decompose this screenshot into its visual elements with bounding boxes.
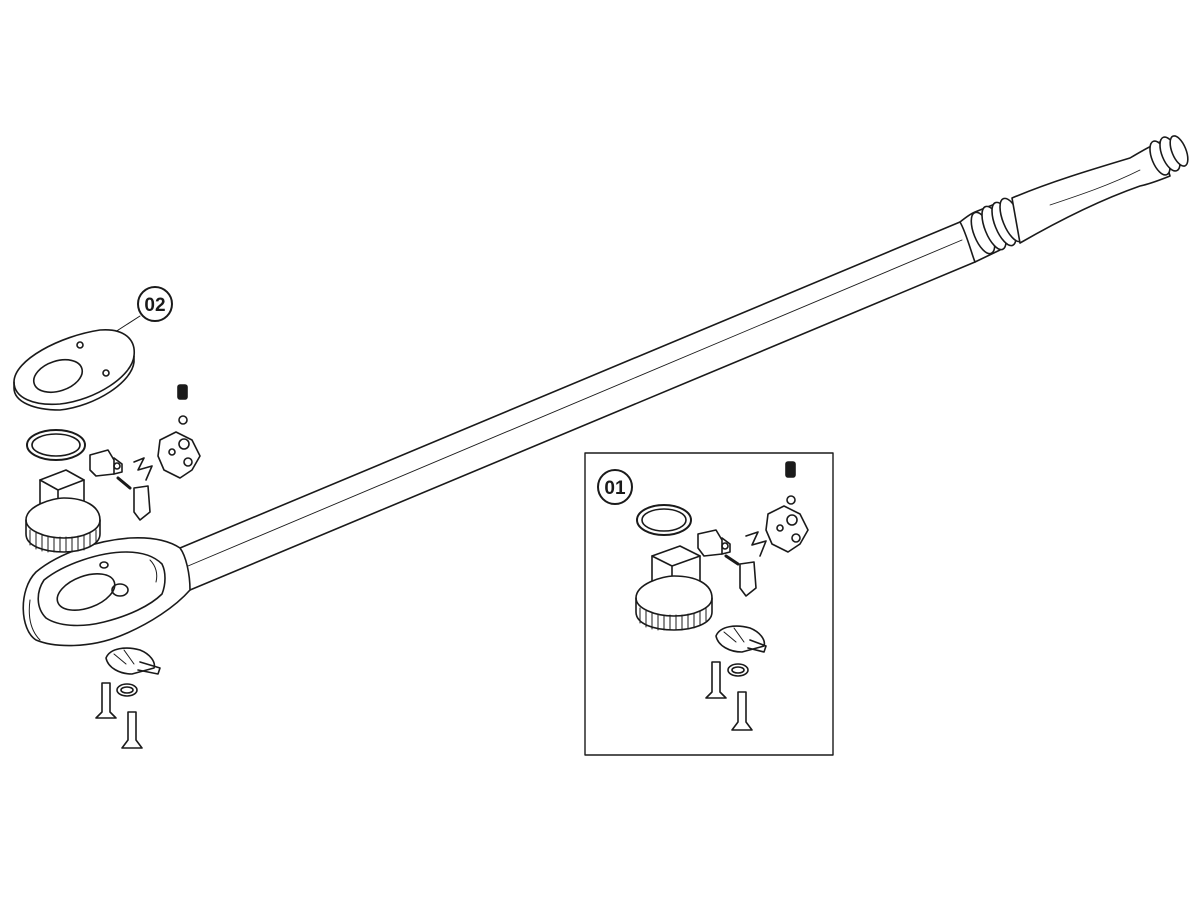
left-exploded-parts xyxy=(25,384,201,749)
cover-plate xyxy=(13,329,135,411)
repair-kit-box: 01 xyxy=(584,452,834,756)
callout-01: 01 xyxy=(597,469,633,505)
callout-02-label: 02 xyxy=(144,295,165,316)
callout-02: 02 xyxy=(111,286,173,335)
callout-01-label: 01 xyxy=(604,478,626,499)
ratchet-handle xyxy=(159,135,1189,593)
detent-spring xyxy=(177,384,188,400)
ratchet-head xyxy=(22,537,191,647)
